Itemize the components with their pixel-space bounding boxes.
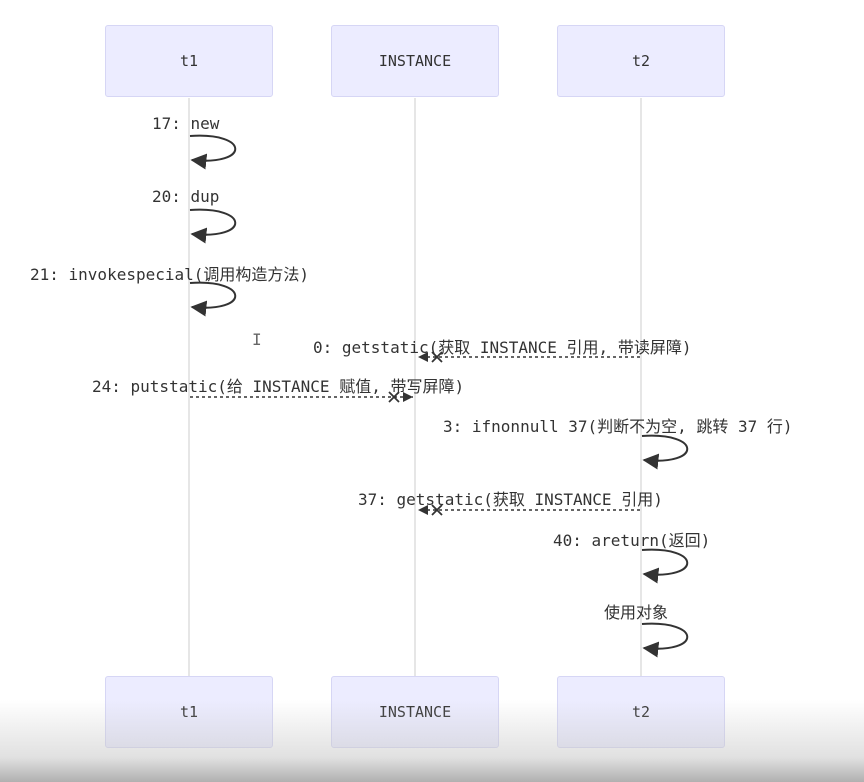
self-arrow-17-new	[189, 134, 237, 170]
message-label-24-putstatic: 24: putstatic(给 INSTANCE 赋值, 带写屏障)	[92, 377, 465, 396]
self-arrow-use-object	[641, 622, 689, 658]
message-label-17-new: 17: new	[152, 114, 220, 133]
actor-instance-top: INSTANCE	[331, 25, 499, 97]
self-arrow-40-areturn	[641, 548, 689, 584]
actor-t2-top: t2	[557, 25, 725, 97]
message-label-21-invokespecial: 21: invokespecial(调用构造方法)	[30, 265, 310, 284]
self-arrow-20-dup	[189, 208, 237, 244]
actor-instance-bottom: INSTANCE	[331, 676, 499, 748]
actor-t1-top: t1	[105, 25, 273, 97]
text-cursor-icon: I	[252, 330, 262, 349]
actor-t2-bottom: t2	[557, 676, 725, 748]
self-arrow-21-invokespecial	[189, 281, 237, 317]
message-label-3-ifnonnull: 3: ifnonnull 37(判断不为空, 跳转 37 行)	[443, 417, 793, 436]
message-label-20-dup: 20: dup	[152, 187, 220, 206]
arrow-24-cross	[388, 391, 400, 403]
message-label-37-getstatic: 37: getstatic(获取 INSTANCE 引用)	[358, 490, 663, 509]
arrow-37-cross	[431, 504, 443, 516]
self-arrow-3-ifnonnull	[641, 434, 689, 470]
arrow-0-cross	[431, 351, 443, 363]
message-label-use-object: 使用对象	[604, 603, 669, 622]
arrow-24-head	[403, 392, 413, 402]
message-label-0-getstatic: 0: getstatic(获取 INSTANCE 引用, 带读屏障)	[313, 338, 692, 357]
arrow-37-head	[418, 505, 428, 515]
message-label-40-areturn: 40: areturn(返回)	[553, 531, 711, 550]
actor-t1-bottom: t1	[105, 676, 273, 748]
arrow-0-head	[418, 352, 428, 362]
